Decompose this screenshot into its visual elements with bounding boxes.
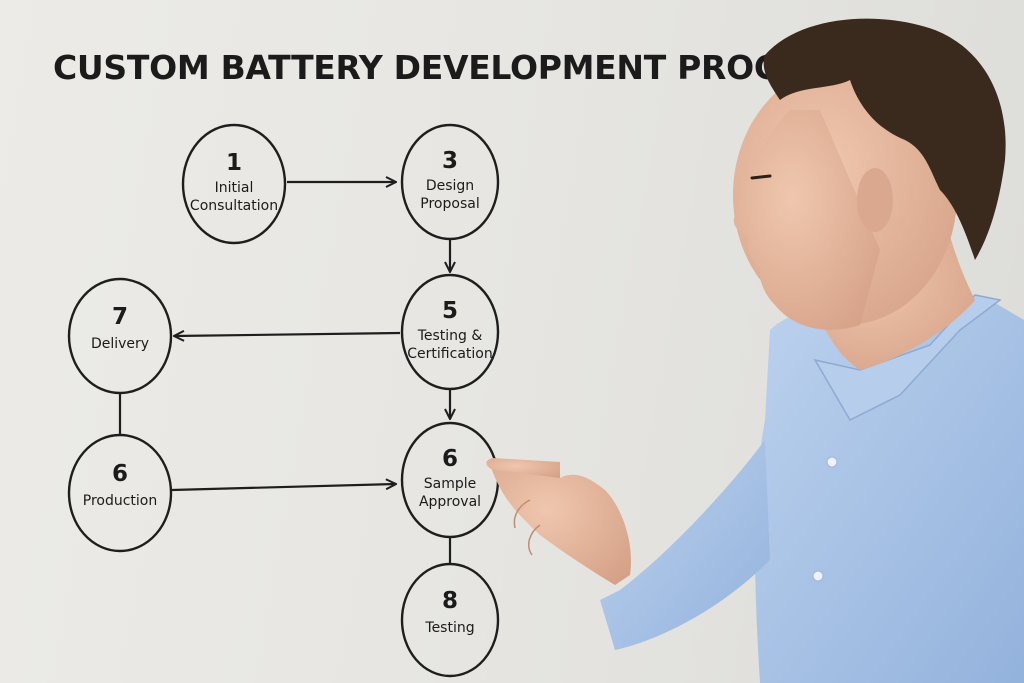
node-circle (181, 123, 287, 245)
node-number: 1 (226, 150, 242, 176)
presenter-shirt (755, 296, 1024, 683)
node-number: 6 (442, 446, 458, 472)
node-label: Proposal (420, 196, 479, 212)
presenter-hand (490, 460, 631, 585)
node-label: Certification (407, 346, 492, 362)
node-label: Consultation (190, 198, 278, 214)
node-label: Sample (424, 476, 477, 492)
arrow-production-to-sample-approval (171, 484, 396, 492)
node-number: 6 (112, 461, 128, 487)
node-number: 8 (442, 588, 458, 614)
arrow-testing-certification-to-delivery (174, 333, 401, 336)
presenter-person (486, 18, 1024, 683)
presenter-sleeve (600, 440, 770, 650)
node-number: 7 (112, 304, 128, 330)
node-circle (67, 277, 173, 395)
node-label: Delivery (91, 336, 149, 352)
shirt-button (826, 456, 838, 468)
node-circle (400, 562, 500, 678)
node-label: Testing & (417, 328, 483, 344)
node-label: Production (83, 493, 157, 509)
diagram-edges (118, 182, 450, 563)
presenter-eye (750, 174, 772, 180)
presenter-face (733, 110, 880, 330)
shirt-button (812, 570, 824, 582)
node-number: 3 (442, 148, 458, 174)
presenter-pointing-finger (486, 458, 560, 478)
node-circle (67, 433, 173, 553)
node-label: Initial (215, 180, 254, 196)
node-label: Design (426, 178, 474, 194)
node-label: Testing (424, 620, 474, 636)
node-label: Approval (419, 494, 481, 510)
diagram-title: CUSTOM BATTERY DEVELOPMENT PROCESS (53, 48, 845, 87)
presenter-ear (857, 168, 893, 232)
node-number: 5 (442, 298, 458, 324)
node-circle (400, 273, 500, 391)
presenter-knuckles (513, 499, 541, 556)
presenter-hair (763, 18, 1006, 261)
node-circle (400, 123, 500, 241)
